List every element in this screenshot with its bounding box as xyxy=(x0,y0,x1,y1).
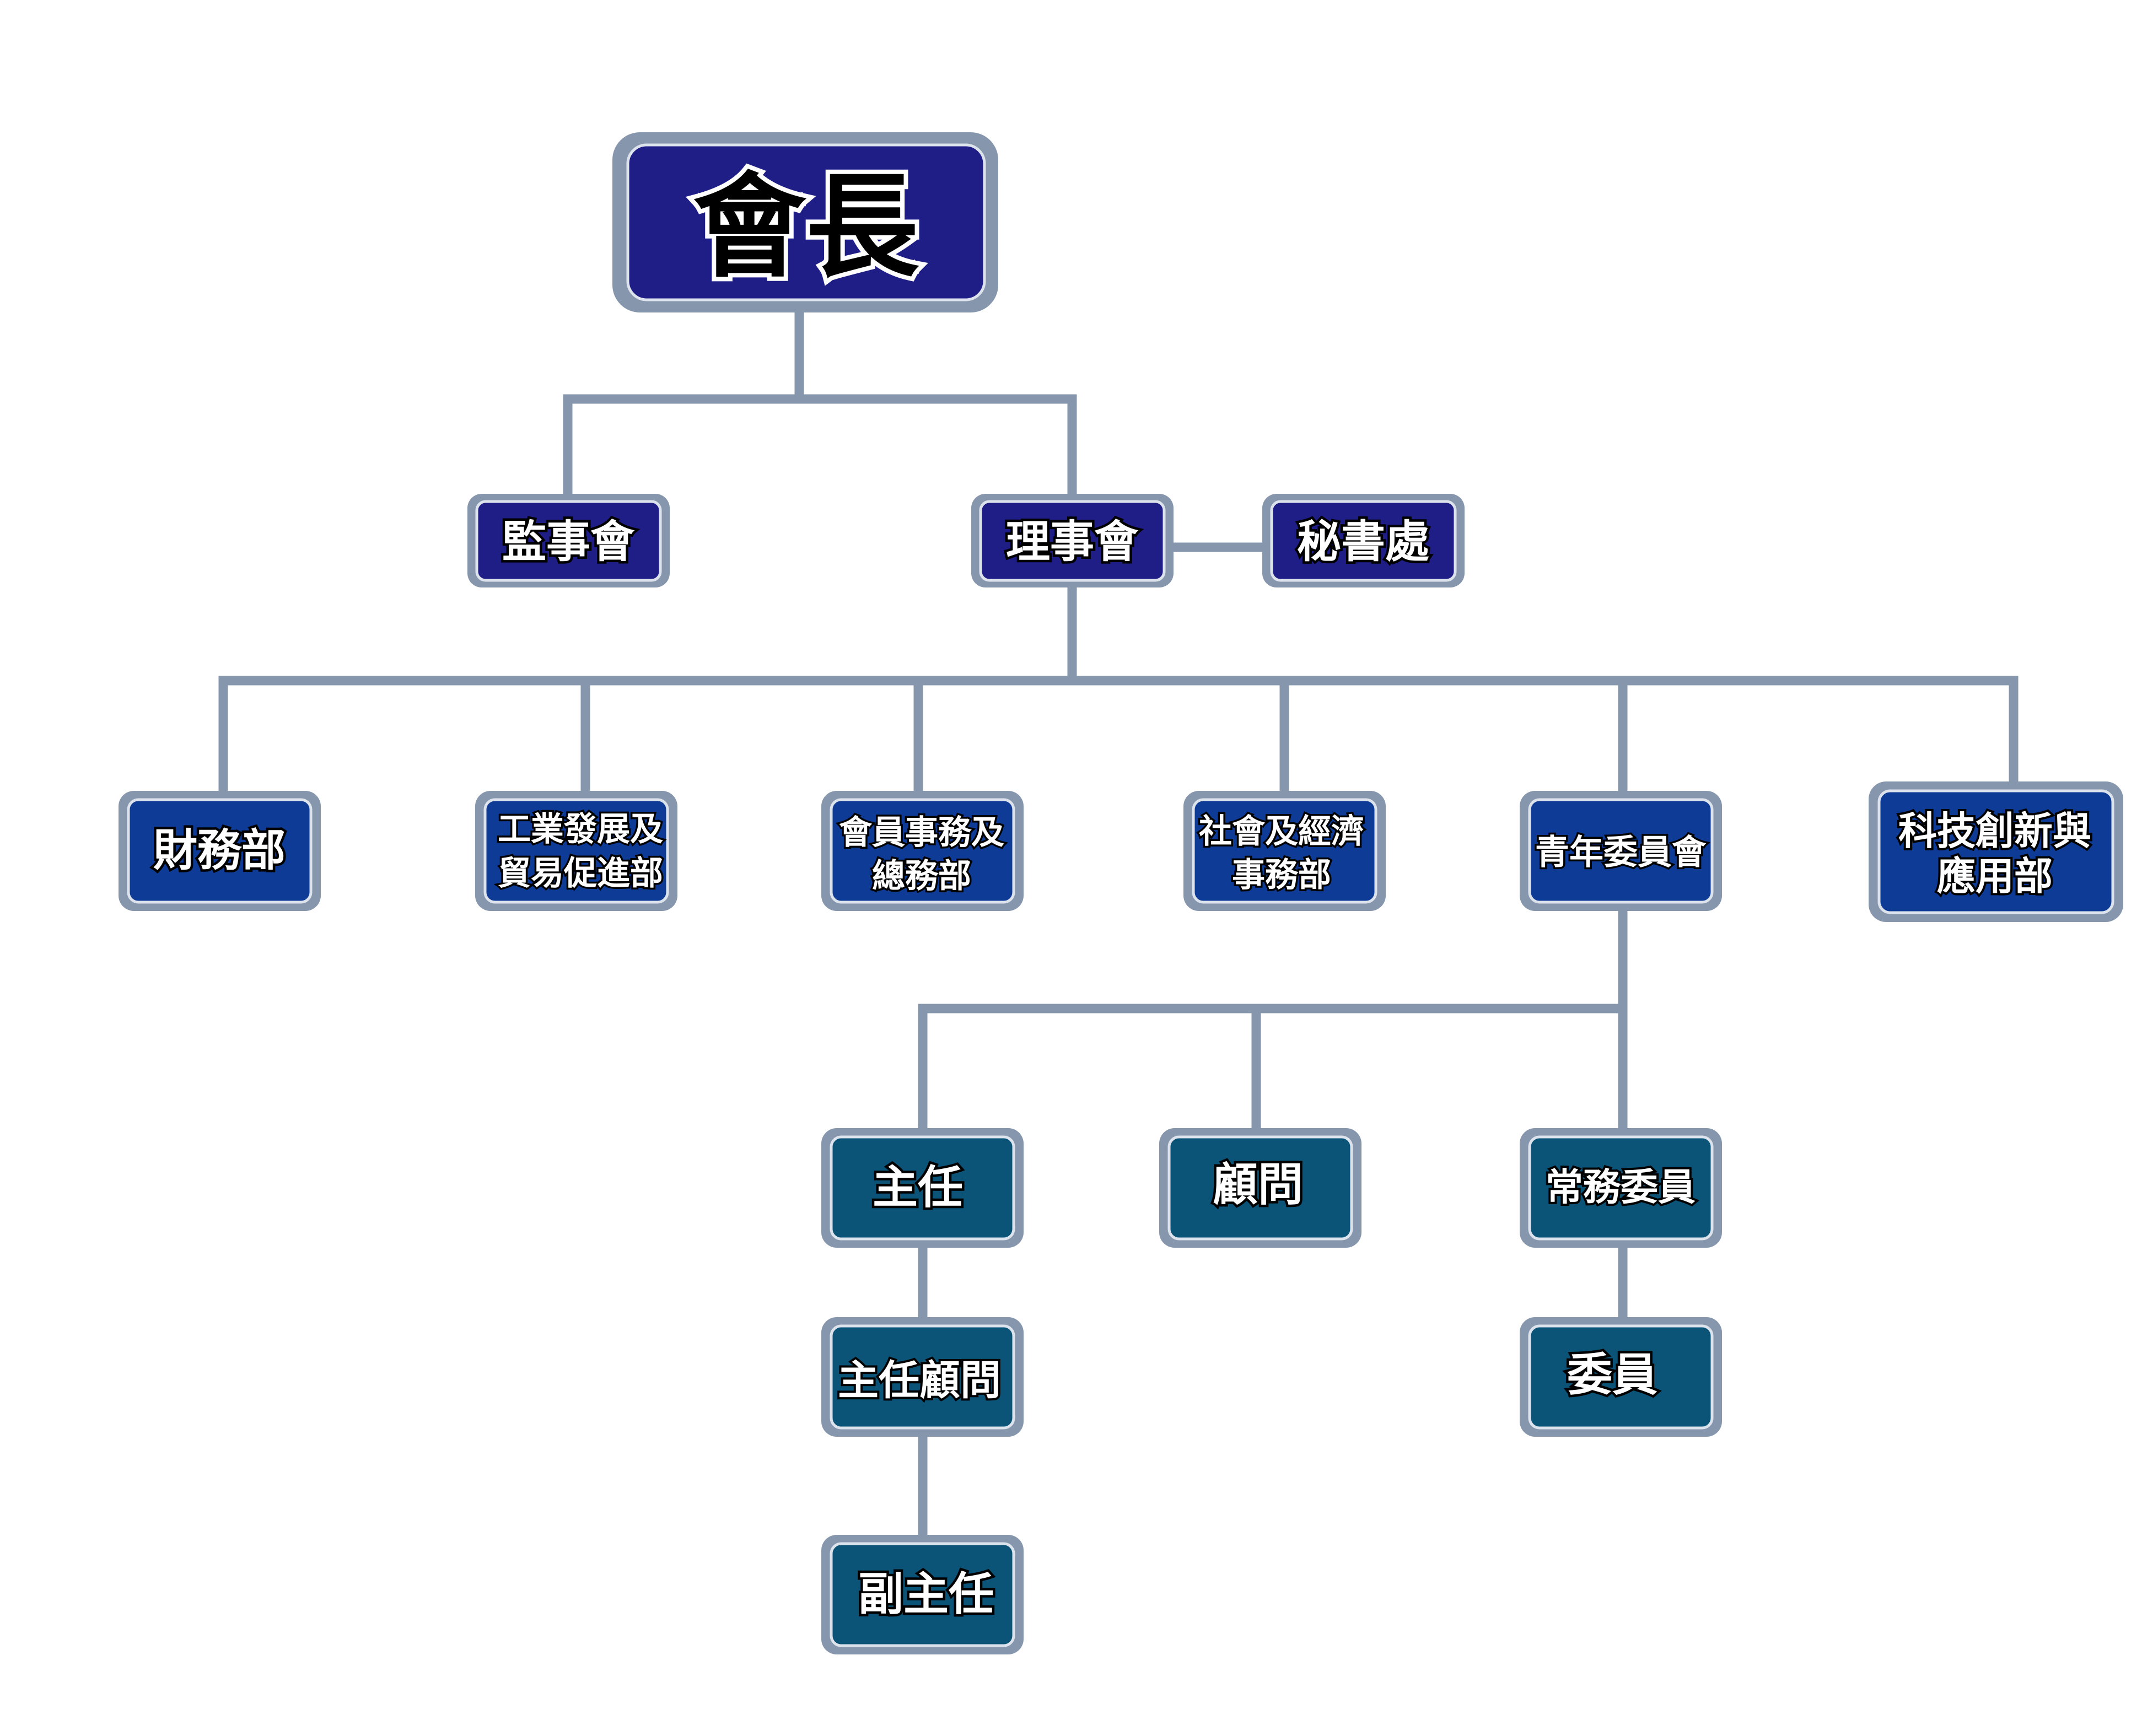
node-youth-committee-label: 青年委員會 xyxy=(1535,832,1707,872)
node-deputy-director: 副主任 xyxy=(821,1535,1024,1654)
node-director: 主任 xyxy=(821,1128,1024,1248)
connector-sub-bus xyxy=(918,1004,1628,1137)
node-president: 會長 xyxy=(612,132,998,312)
node-standing-member: 常務委員 xyxy=(1520,1128,1722,1248)
node-finance-dept-label: 財務部 xyxy=(153,825,286,876)
node-standing-member-label: 常務委員 xyxy=(1546,1166,1696,1210)
node-industry-trade-dept: 工業發展及 貿易促進部 xyxy=(475,791,677,911)
node-secretariat: 秘書處 xyxy=(1262,494,1465,587)
node-tech-innovation-dept-label-line2: 應用部 xyxy=(1937,854,2053,899)
node-social-economic-dept-label-line2: 事務部 xyxy=(1232,856,1331,894)
node-board-of-directors: 理事會 xyxy=(971,494,1174,587)
connector-boards-bus xyxy=(563,394,1077,499)
connectors xyxy=(218,308,2019,1544)
node-industry-trade-dept-label-line1: 工業發展及 xyxy=(498,810,663,849)
node-tech-innovation-dept: 科技創新與 應用部 xyxy=(1869,781,2123,922)
node-director-label: 主任 xyxy=(873,1162,963,1214)
node-secretariat-label: 秘書處 xyxy=(1297,516,1429,568)
node-tech-innovation-dept-label-line1: 科技創新與 xyxy=(1898,808,2091,854)
node-social-economic-dept: 社會及經濟 事務部 xyxy=(1183,791,1386,911)
node-supervisory-board-label: 監事會 xyxy=(502,516,635,568)
node-member-label: 委員 xyxy=(1567,1349,1657,1401)
node-chief-advisor-label: 主任顧問 xyxy=(838,1357,1001,1404)
node-advisor-label: 顧問 xyxy=(1213,1159,1303,1211)
node-member: 委員 xyxy=(1520,1317,1722,1437)
node-industry-trade-dept-label-line2: 貿易促進部 xyxy=(498,854,663,893)
node-supervisory-board: 監事會 xyxy=(467,494,670,587)
node-member-affairs-dept-label-line2: 總務部 xyxy=(872,857,971,896)
node-chief-advisor: 主任顧問 xyxy=(821,1317,1024,1437)
node-president-label: 會長 xyxy=(693,162,919,293)
node-youth-committee: 青年委員會 xyxy=(1520,791,1722,911)
node-member-affairs-dept-label-line1: 會員事務及 xyxy=(839,813,1004,852)
node-finance-dept: 財務部 xyxy=(119,791,321,911)
connector-depts-bus xyxy=(218,676,2019,799)
node-deputy-director-label: 副主任 xyxy=(858,1568,994,1621)
node-social-economic-dept-label-line1: 社會及經濟 xyxy=(1199,812,1364,851)
node-advisor: 顧問 xyxy=(1159,1128,1361,1248)
node-board-of-directors-label: 理事會 xyxy=(1006,516,1139,568)
node-member-affairs-dept: 會員事務及 總務部 xyxy=(821,791,1024,911)
